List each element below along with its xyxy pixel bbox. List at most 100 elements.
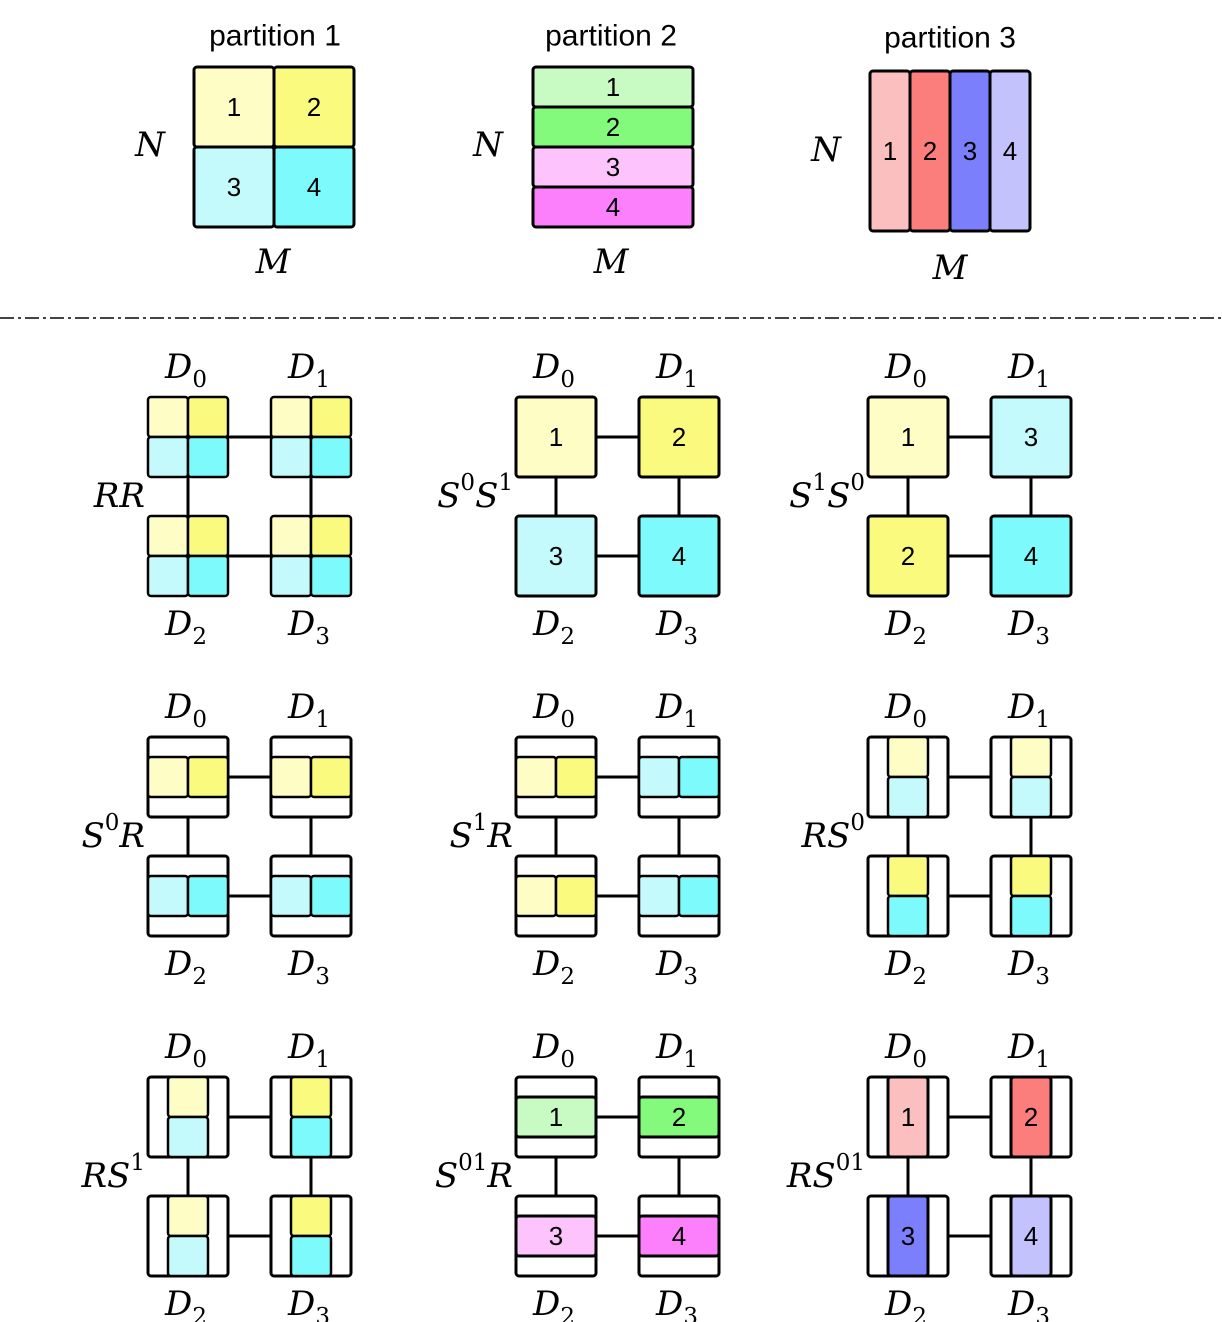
layout-s1s0-device-1-shard-label: 3 <box>1024 422 1038 452</box>
partition-2-block-label: 1 <box>606 72 620 102</box>
partition-1-block-label: 1 <box>227 92 241 122</box>
layout-rs01-device-2-shard <box>886 1194 930 1278</box>
device-label-d1: D1 <box>655 347 698 393</box>
device-label-d1: D1 <box>287 1027 330 1073</box>
partition-3-block-label: 3 <box>963 136 977 166</box>
partition-2-n-label: N <box>472 125 504 165</box>
layout-rs1-device-0-shard <box>166 1115 210 1159</box>
layout-s0r-device-0-shard <box>186 755 230 799</box>
device-label-d2: D2 <box>532 944 575 990</box>
layout-s1s0-device-2-shard <box>866 514 950 598</box>
device-label-d2: D2 <box>884 944 927 990</box>
layout-rr-device-2-shard <box>186 514 230 558</box>
layout-s0s1-device-2-shard <box>514 514 598 598</box>
partition-3-block-label: 1 <box>883 136 897 166</box>
device-label-d0: D0 <box>884 687 927 733</box>
layout-rs1-device-3-shard <box>289 1234 333 1278</box>
layout-s0s1-label: S0S1 <box>437 470 513 516</box>
device-label-d2: D2 <box>164 604 207 650</box>
layout-rs0-device-3-shard <box>1009 854 1053 898</box>
layout-rr-device-0-shard <box>186 395 230 439</box>
layout-rs0-device-1-shard <box>1009 735 1053 779</box>
layout-rs1-device-2-shard <box>166 1234 210 1278</box>
layout-s1r-device-1-shard <box>677 755 721 799</box>
layout-s1s0-device-0-shard-label: 1 <box>901 422 915 452</box>
device-label-d2: D2 <box>884 604 927 650</box>
layout-s0r-device-1-shard <box>269 755 313 799</box>
partition-2-block-label: 4 <box>606 192 620 222</box>
device-label-d1: D1 <box>655 1027 698 1073</box>
layout-s01r-device-0-shard-label: 1 <box>549 1102 563 1132</box>
layout-rr-label: RR <box>93 476 145 516</box>
partition-1-title: partition 1 <box>209 20 341 53</box>
layout-s1r-device-2-shard <box>514 874 558 918</box>
device-label-d2: D2 <box>164 944 207 990</box>
layout-s1s0-device-1-shard <box>989 395 1073 479</box>
device-label-d0: D0 <box>164 687 207 733</box>
partition-2-m-label: M <box>593 242 630 282</box>
device-label-d1: D1 <box>1007 687 1050 733</box>
partition-2-title: partition 2 <box>545 20 677 53</box>
layout-rr-device-0-shard <box>146 395 190 439</box>
layout-rr-device-3-shard <box>269 554 313 598</box>
layout-s01r-device-1-shard <box>637 1095 721 1139</box>
layout-rs0-label: RS0 <box>800 810 865 856</box>
device-label-d3: D3 <box>1007 944 1050 990</box>
partition-1-block-label: 4 <box>307 172 321 202</box>
device-label-d1: D1 <box>287 687 330 733</box>
layout-s01r-device-3-shard-label: 4 <box>672 1221 686 1251</box>
layout-s0s1-device-0-shard <box>514 395 598 479</box>
device-label-d2: D2 <box>532 1284 575 1322</box>
layout-s0s1-device-3-shard <box>637 514 721 598</box>
layout-rr-device-0-shard <box>146 435 190 479</box>
layout-s1r-device-1-shard <box>637 755 681 799</box>
layout-rs01-device-3-shard-label: 4 <box>1024 1221 1038 1251</box>
partition-3-block-label: 4 <box>1003 136 1017 166</box>
layout-rs1-device-2-shard <box>166 1194 210 1238</box>
layout-rs0-device-3-shard <box>1009 894 1053 938</box>
device-label-d3: D3 <box>655 944 698 990</box>
layout-rr-device-3-shard <box>309 554 353 598</box>
device-label-d0: D0 <box>532 1027 575 1073</box>
layout-rs01-device-0-shard-label: 1 <box>901 1102 915 1132</box>
partition-3-m-label: M <box>932 248 969 288</box>
partition-3-title: partition 3 <box>884 22 1016 55</box>
layout-s01r-label: S01R <box>435 1150 513 1196</box>
layout-rs1-device-1-shard <box>289 1115 333 1159</box>
layout-s01r-device-2-shard-label: 3 <box>549 1221 563 1251</box>
device-label-d3: D3 <box>655 604 698 650</box>
layout-s1s0-device-3-shard-label: 4 <box>1024 541 1038 571</box>
layout-rs1-label: RS1 <box>80 1150 145 1196</box>
device-label-d2: D2 <box>532 604 575 650</box>
layout-rs0-device-0-shard <box>886 735 930 779</box>
partition-2-block-label: 3 <box>606 152 620 182</box>
layout-rr-device-1-shard <box>309 395 353 439</box>
layout-s0r-label: S0R <box>81 810 145 856</box>
layout-rr-device-1-shard <box>269 435 313 479</box>
layout-rs1-device-1-shard <box>289 1075 333 1119</box>
partition-2-block-4 <box>531 185 695 229</box>
device-label-d3: D3 <box>287 604 330 650</box>
device-label-d2: D2 <box>164 1284 207 1322</box>
layout-rr-device-2-shard <box>146 514 190 558</box>
layout-rs1-device-3-shard <box>289 1194 333 1238</box>
layout-s0s1-device-1-shard <box>637 395 721 479</box>
layout-rr-device-1-shard <box>309 435 353 479</box>
layout-rs0-device-2-shard <box>886 894 930 938</box>
layout-s0r-device-2-shard <box>186 874 230 918</box>
layout-s01r-device-0-shard <box>514 1095 598 1139</box>
device-label-d1: D1 <box>1007 347 1050 393</box>
layout-s0s1-device-2-shard-label: 3 <box>549 541 563 571</box>
layout-rs01-device-1-shard <box>1009 1075 1053 1159</box>
layout-rs0-device-0-shard <box>886 775 930 819</box>
device-label-d3: D3 <box>287 1284 330 1322</box>
layout-rs01-device-3-shard <box>1009 1194 1053 1278</box>
device-label-d0: D0 <box>532 347 575 393</box>
layout-s1r-label: S1R <box>449 810 513 856</box>
layout-s01r-device-3-shard <box>637 1214 721 1258</box>
layout-rs01-device-2-shard-label: 3 <box>901 1221 915 1251</box>
layout-s0r-device-3-shard <box>309 874 353 918</box>
layout-rr-device-0-shard <box>186 435 230 479</box>
partition-3-n-label: N <box>810 130 842 170</box>
